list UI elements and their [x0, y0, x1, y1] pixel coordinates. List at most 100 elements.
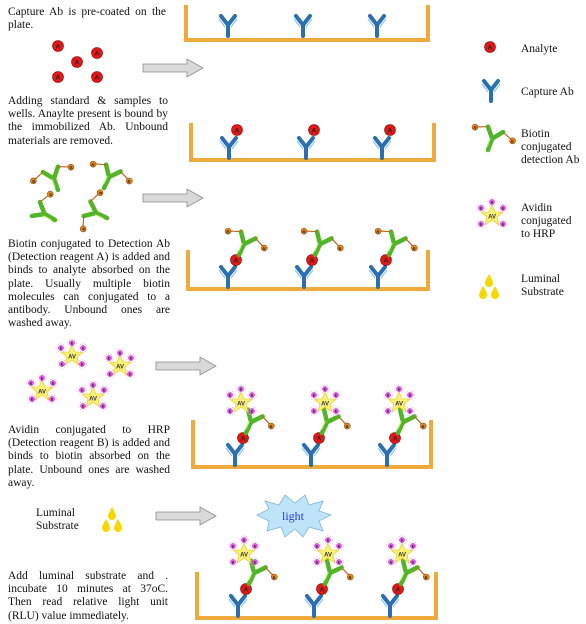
legend-label-capture-ab: Capture Ab: [521, 86, 574, 98]
analyte-glyph: A: [75, 60, 80, 67]
step-2-text: Adding standard & samples to wells. Anay…: [8, 95, 168, 147]
analyte-glyph: A: [384, 258, 389, 265]
arrow-icon: [142, 188, 204, 208]
avidin-glyph: AV: [38, 390, 46, 396]
svg-text:AV: AV: [488, 215, 496, 221]
capture-ab-icon: [480, 79, 502, 103]
hrp-glyph: E: [316, 544, 319, 548]
hrp-glyph: E: [251, 409, 254, 413]
hrp-glyph: E: [130, 356, 133, 360]
hrp-glyph: E: [119, 351, 122, 355]
hrp-glyph: E: [51, 397, 54, 401]
analyte-icon: A: [484, 41, 496, 53]
analyte-glyph: A: [310, 258, 315, 265]
plate-step-2: [189, 123, 436, 162]
hrp-glyph: E: [82, 346, 85, 350]
hrp-glyph: E: [41, 376, 44, 380]
hrp-glyph: E: [335, 409, 338, 413]
analyte-glyph: A: [56, 44, 61, 51]
hrp-glyph: E: [412, 560, 415, 564]
hrp-glyph: E: [61, 362, 64, 366]
hrp-glyph: E: [129, 372, 132, 376]
analyte-glyph: A: [241, 436, 246, 443]
biotin-glyph: B: [98, 190, 104, 195]
biotin-glyph: B: [69, 165, 74, 171]
analyte-glyph: A: [95, 75, 100, 82]
avidin-glyph: AV: [324, 553, 332, 559]
hrp-glyph: E: [387, 409, 390, 413]
hrp-glyph: E: [335, 393, 338, 397]
avidin-glyph: AV: [395, 402, 403, 408]
arrow-icon: [142, 58, 204, 78]
step-3-sandwich: ABB ABB ABB: [217, 224, 420, 289]
analyte-glyph: A: [95, 51, 100, 58]
light-burst-icon: light: [256, 494, 333, 538]
step-1-capture-abs: [217, 14, 388, 38]
biotin-glyph: B: [412, 246, 417, 252]
hrp-glyph: E: [313, 393, 316, 397]
hrp-glyph: E: [324, 387, 327, 391]
hrp-glyph: E: [398, 387, 401, 391]
hrp-glyph: E: [480, 206, 483, 210]
hrp-glyph: E: [401, 538, 404, 542]
analyte-glyph: A: [312, 128, 317, 135]
hrp-glyph: E: [108, 356, 111, 360]
hrp-glyph: E: [229, 393, 232, 397]
luminal-substrate-drops: [102, 507, 122, 532]
biotin-glyph: B: [345, 424, 350, 430]
biotin-glyph: B: [421, 424, 426, 430]
legend-label-biotin-detection-ab: Biotin conjugated detection Ab: [521, 128, 580, 166]
hrp-glyph: E: [390, 544, 393, 548]
hrp-glyph: E: [409, 393, 412, 397]
plate-step-1: [184, 5, 430, 42]
biotin-glyph: B: [301, 229, 306, 235]
biotin-glyph: B: [272, 575, 277, 581]
hrp-glyph: E: [480, 222, 483, 226]
avidin-glyph: AV: [240, 553, 248, 559]
legend-label-avidin-hrp: Avidin conjugated to HRP: [521, 202, 572, 240]
legend-label-luminal-substrate: Luminal Substrate: [521, 273, 564, 298]
step-3-text: Biotin conjugated to Detection Ab (Detec…: [8, 238, 170, 330]
biotin-glyph: B: [473, 125, 478, 131]
analyte-glyph: A: [317, 436, 322, 443]
biotin-glyph: B: [225, 229, 230, 235]
hrp-glyph: E: [409, 409, 412, 413]
hrp-glyph: E: [52, 381, 55, 385]
avidin-glyph: AV: [321, 402, 329, 408]
hrp-glyph: E: [390, 560, 393, 564]
hrp-glyph: E: [338, 560, 341, 564]
hrp-glyph: E: [81, 362, 84, 366]
plate-step-4: [191, 420, 433, 469]
biotin-glyph: B: [338, 246, 343, 252]
hrp-glyph: E: [502, 222, 505, 226]
hrp-glyph: E: [30, 381, 33, 385]
hrp-glyph: E: [92, 383, 95, 387]
hrp-glyph: E: [254, 560, 257, 564]
step-1-text: Capture Ab is pre-coated on the plate.: [8, 6, 166, 32]
biotin-glyph: B: [90, 162, 95, 168]
hrp-glyph: E: [316, 560, 319, 564]
hrp-glyph: E: [243, 538, 246, 542]
hrp-glyph: E: [232, 544, 235, 548]
biotin-glyph: B: [48, 192, 54, 197]
hrp-glyph: E: [327, 538, 330, 542]
analyte-glyph: A: [388, 128, 393, 135]
analyte-glyph: A: [234, 258, 239, 265]
avidin-glyph: AV: [237, 402, 245, 408]
biotin-detection-ab-icon: BB: [470, 120, 518, 157]
free-detection-abs: BB BB B BB: [28, 157, 135, 234]
avidin-glyph: AV: [398, 553, 406, 559]
hrp-glyph: E: [251, 393, 254, 397]
analyte-glyph: A: [320, 587, 325, 594]
analyte-glyph: A: [235, 128, 240, 135]
hrp-glyph: E: [229, 409, 232, 413]
analyte-glyph: A: [396, 587, 401, 594]
hrp-glyph: E: [103, 388, 106, 392]
avidin-glyph: AV: [116, 365, 124, 371]
legend-label-analyte: Analyte: [521, 43, 558, 55]
hrp-glyph: E: [71, 341, 74, 345]
